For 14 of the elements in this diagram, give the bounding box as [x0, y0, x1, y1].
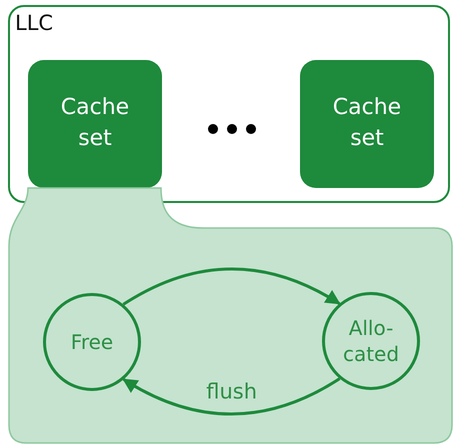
llc-box: [8, 5, 450, 203]
edge-label: flush: [206, 382, 258, 403]
state-circle: [43, 293, 141, 391]
transition-arrow: [122, 268, 341, 306]
cache-set-box: [28, 60, 162, 188]
cache-set-box: [300, 60, 434, 188]
box-heading: LLC: [15, 13, 54, 34]
state-label: Free: [70, 329, 114, 355]
box-label: Cache set: [60, 94, 130, 153]
transition-arrow: [122, 377, 340, 416]
box-label: Cache set: [332, 94, 402, 153]
state-circle: [322, 292, 420, 390]
zoom-callout-panel: [8, 188, 453, 444]
state-label: Allo- cated: [342, 315, 400, 367]
